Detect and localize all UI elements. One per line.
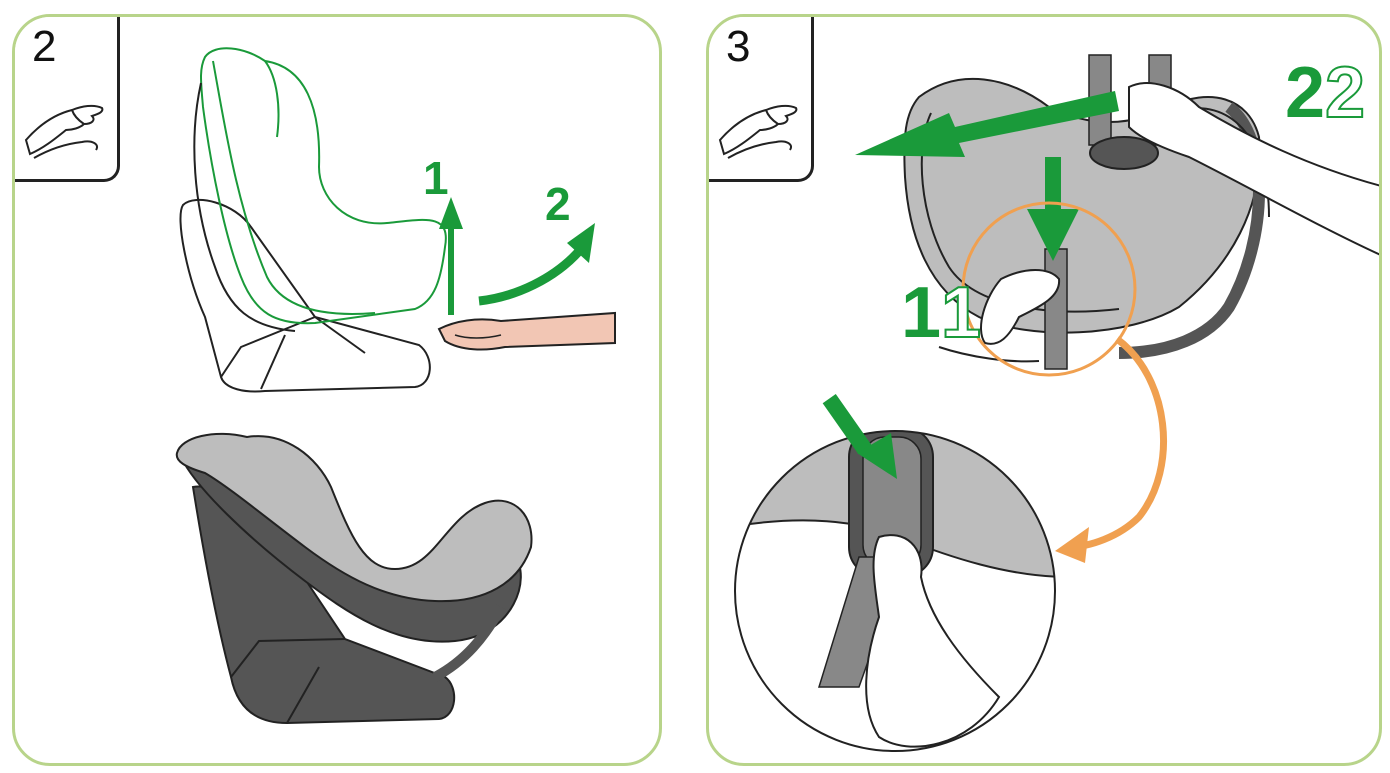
- arrow-pull-left: [855, 91, 1119, 157]
- seat-shell-back: [193, 82, 296, 332]
- arrow-zoom: [1055, 336, 1168, 563]
- hand-pull: [980, 269, 1061, 345]
- seat-shell-outline: [200, 47, 447, 325]
- label-2-outline: 2: [1324, 53, 1366, 133]
- step-number: 2: [32, 22, 57, 71]
- highlight-circle: [961, 201, 1137, 377]
- arrow-pull-out: [478, 223, 595, 306]
- hand-arm: [437, 311, 616, 351]
- hand-icon: [718, 104, 798, 159]
- hand-arm-right: [1128, 82, 1379, 256]
- arrow-1-label: 1: [423, 152, 449, 204]
- seat-removal-illustration: [175, 47, 616, 725]
- label-1-outline: 1: [940, 273, 982, 353]
- seat-assembled: [175, 432, 533, 725]
- step-number: 3: [726, 22, 751, 71]
- step-tab: 2: [15, 17, 120, 182]
- step-tab: 3: [709, 17, 814, 182]
- arrow-press-down: [1027, 157, 1079, 261]
- label-2-solid: 2: [1285, 53, 1326, 133]
- arrow-lift-up: [439, 197, 463, 315]
- label-1-solid: 1: [901, 273, 942, 353]
- zoom-detail: [734, 394, 1056, 752]
- panel-step-2: 2: [12, 14, 662, 766]
- arrow-2-label: 2: [545, 178, 571, 230]
- harness-release-illustration: [734, 54, 1379, 752]
- panel-step-3: 3: [706, 14, 1382, 766]
- seat-base-outline: [179, 198, 431, 393]
- hand-icon: [24, 104, 104, 159]
